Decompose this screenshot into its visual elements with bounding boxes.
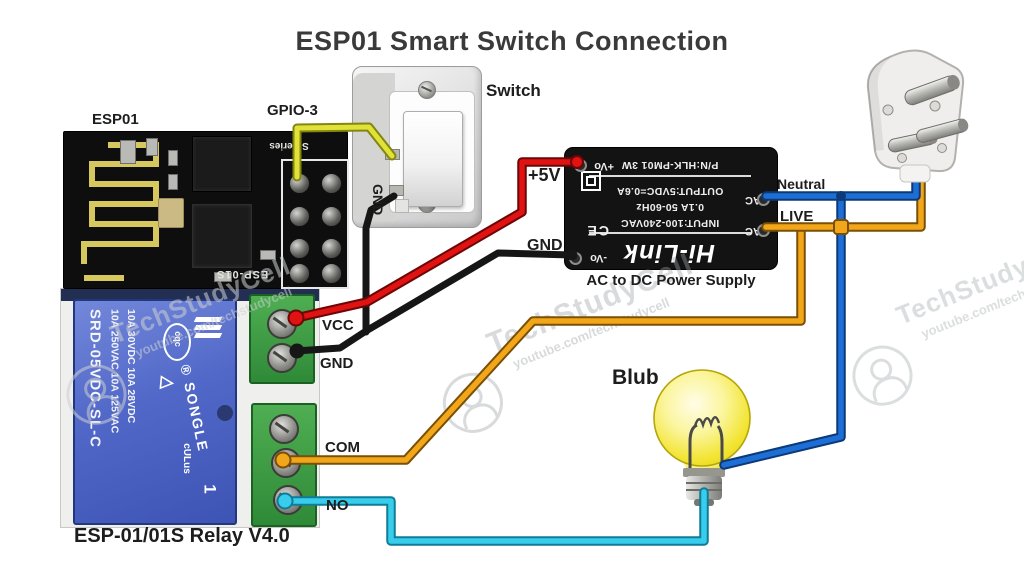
psu-hole-vminus bbox=[569, 252, 582, 265]
smd-component bbox=[214, 272, 232, 282]
header-pin bbox=[289, 238, 310, 259]
switch-rocker[interactable] bbox=[403, 111, 463, 207]
bulb-tip bbox=[694, 499, 714, 506]
no-terminal-screw bbox=[273, 485, 303, 515]
relay-dot bbox=[217, 405, 233, 421]
live-label: LIVE bbox=[780, 208, 814, 225]
com-label: COM bbox=[325, 439, 360, 456]
header-pin bbox=[321, 206, 342, 227]
esp01-label: ESP01 bbox=[92, 111, 139, 128]
vcc-terminal-screw bbox=[267, 309, 297, 339]
header-pin bbox=[321, 238, 342, 259]
plug-neck bbox=[899, 164, 931, 183]
psu-hole-ac2 bbox=[757, 224, 770, 237]
bulb-label: Blub bbox=[612, 366, 659, 389]
psu-hole-ac1 bbox=[757, 193, 770, 206]
com-terminal-screw bbox=[271, 448, 301, 478]
switch-terminal bbox=[389, 185, 404, 196]
header-pin bbox=[321, 173, 342, 194]
psu-gnd-label: GND bbox=[527, 237, 563, 254]
crystal-oscillator bbox=[158, 198, 184, 228]
plug-screw bbox=[929, 100, 941, 112]
gpio3-label: GPIO-3 bbox=[267, 102, 318, 119]
divider bbox=[589, 175, 751, 177]
no-label: NO bbox=[326, 497, 349, 514]
switch-screw bbox=[418, 81, 436, 99]
ce-mark: CE bbox=[585, 223, 609, 239]
esp8266-chip bbox=[192, 136, 252, 192]
psu-caption: AC to DC Power Supply bbox=[586, 272, 756, 289]
smd-pad bbox=[120, 140, 136, 164]
psu-current: 0.1A 50-60Hz bbox=[636, 201, 704, 213]
light-bulb bbox=[640, 356, 770, 508]
class2-icon bbox=[581, 171, 601, 191]
vcc-label: VCC bbox=[322, 317, 354, 334]
psu-pin-vminus-label: -Vo bbox=[590, 252, 607, 264]
plus5v-label: +5V bbox=[528, 165, 561, 185]
divider bbox=[589, 232, 751, 234]
switch-gnd-label: GND bbox=[370, 184, 386, 216]
live-pin-icon bbox=[916, 118, 969, 143]
plug-screw bbox=[882, 104, 894, 116]
relay-rating-ac: 10A 250VAC 10A 125VAC bbox=[108, 309, 121, 434]
watermark-right: TechStudyCell youtube.com/techstudycell bbox=[838, 231, 1024, 415]
plug-screw bbox=[897, 153, 907, 163]
live-junction-dot bbox=[833, 219, 849, 235]
switch-logo-icon bbox=[395, 199, 409, 213]
relay-gnd-label: GND bbox=[320, 355, 354, 372]
esp01-antenna-icon bbox=[81, 142, 159, 281]
smd-component bbox=[168, 150, 178, 166]
nc-terminal-screw bbox=[269, 414, 299, 444]
relay-model-text: SRD-05VDC-SL-C bbox=[86, 309, 104, 449]
power-plug bbox=[858, 46, 980, 184]
recycle-triangle-icon: △ bbox=[158, 375, 179, 391]
watermark-logo-icon bbox=[843, 336, 922, 415]
switch-terminal bbox=[385, 149, 400, 160]
power-supply-module: Hi-Link INPUT:100-240VAC 0.1A 50-60Hz OU… bbox=[564, 147, 778, 270]
cqc-logo-icon: cqc bbox=[163, 323, 191, 361]
watermark-logo-icon bbox=[433, 363, 512, 442]
page-title: ESP01 Smart Switch Connection bbox=[295, 26, 729, 56]
relay-rating-dc: 10A 30VDC 10A 28VDC bbox=[124, 309, 137, 424]
plug-body bbox=[866, 49, 965, 173]
psu-hole-vplus bbox=[574, 159, 587, 172]
relay-markings: SRD-05VDC-SL-C 10A 250VAC 10A 125VAC 10A… bbox=[83, 309, 139, 515]
earth-pin-icon bbox=[904, 74, 960, 106]
smd-component bbox=[260, 250, 276, 260]
esp01-board: S Series ESP-01S bbox=[63, 131, 349, 289]
bulb-base bbox=[686, 476, 722, 500]
header-pin bbox=[321, 263, 342, 284]
psu-markings: Hi-Link INPUT:100-240VAC 0.1A 50-60Hz OU… bbox=[565, 148, 777, 269]
relay-cube: SRD-05VDC-SL-C 10A 250VAC 10A 125VAC 10A… bbox=[73, 299, 284, 525]
gnd-terminal-screw bbox=[267, 343, 297, 373]
relay-mark-1: 1 bbox=[200, 484, 220, 494]
psu-output: OUTPUT:5VDC=0.6A bbox=[616, 185, 724, 197]
smd-component bbox=[168, 174, 178, 190]
psu-pin-vplus-label: +Vo bbox=[594, 160, 614, 172]
flash-chip bbox=[192, 204, 252, 268]
header-pin bbox=[289, 206, 310, 227]
plug-screw bbox=[937, 143, 947, 153]
neutral-junction-dot bbox=[836, 191, 846, 201]
terminal-block-load bbox=[251, 403, 317, 527]
neutral-label: Neutral bbox=[777, 176, 826, 192]
bulb-collar bbox=[683, 468, 725, 477]
esp01-series-text: S Series bbox=[269, 140, 309, 151]
smd-pad bbox=[146, 138, 158, 156]
relay-caption: ESP-01/01S Relay V4.0 bbox=[74, 525, 290, 547]
bulb-glass bbox=[653, 369, 751, 467]
switch-label: Switch bbox=[486, 81, 541, 100]
psu-input: INPUT:100-240VAC bbox=[620, 217, 720, 229]
ul-mark-text: cULus bbox=[180, 443, 192, 474]
plug-shading bbox=[867, 56, 892, 151]
header-pin bbox=[289, 173, 310, 194]
